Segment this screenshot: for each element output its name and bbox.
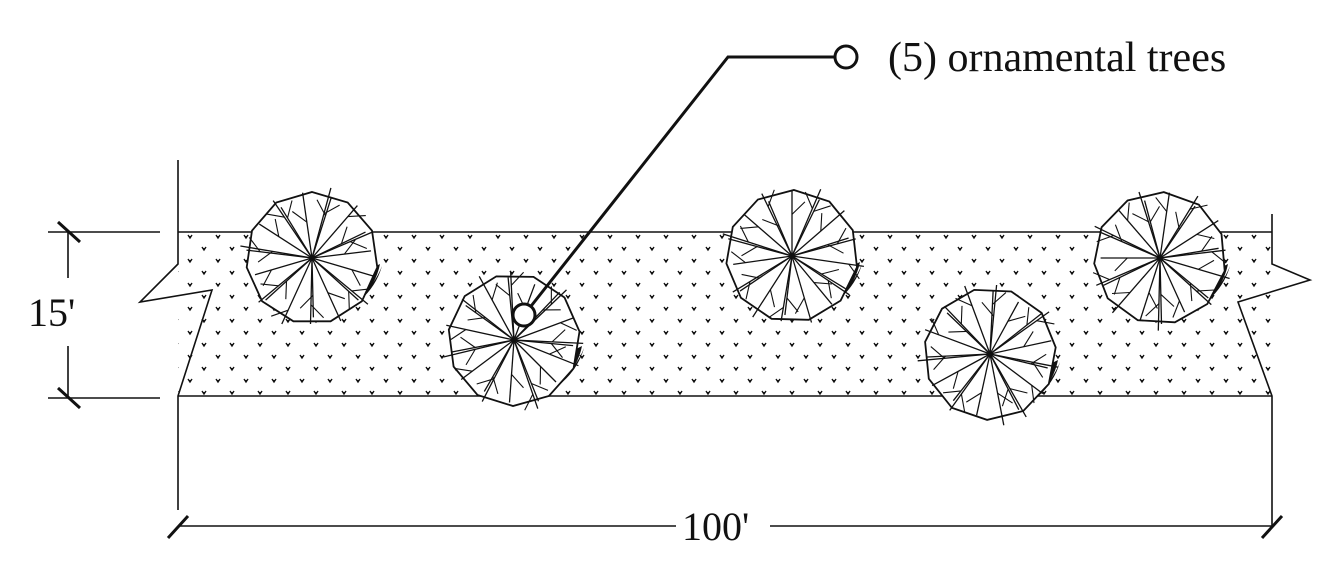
tree-twig	[961, 306, 962, 324]
tree-twig	[286, 281, 287, 299]
callout-target-dot-icon	[513, 304, 535, 326]
tree-twig	[349, 291, 350, 309]
callout-dot-icon	[835, 46, 857, 68]
length-tick-left	[168, 516, 188, 538]
callout-label: (5) ornamental trees	[888, 35, 1226, 81]
length-label: 100'	[682, 504, 749, 549]
tree-twig	[948, 331, 966, 332]
dimension-depth: 15'	[28, 222, 160, 408]
depth-label: 15'	[28, 290, 75, 335]
dimension-length: 100'	[168, 504, 1282, 549]
